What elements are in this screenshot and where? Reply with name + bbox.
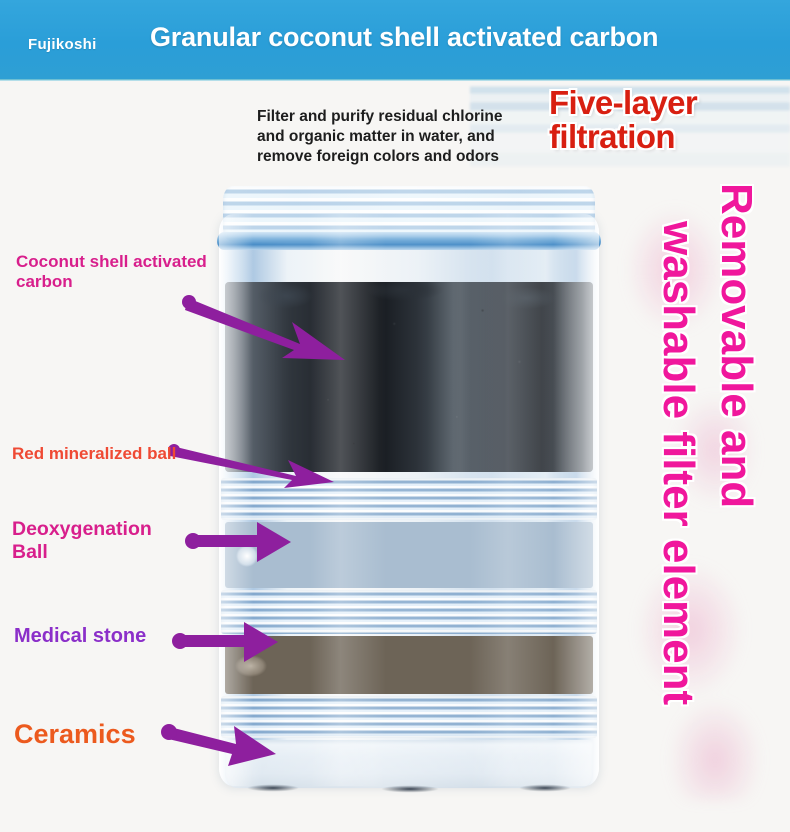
label-line-1: Medical stone: [14, 625, 147, 647]
label-line-1: Ceramics: [14, 719, 136, 749]
label-line-1: Red mineralized ball: [12, 444, 177, 463]
arrow-to-medical-stone: [172, 622, 278, 662]
arrow-to-red-mineralized-ball: [168, 444, 334, 488]
vertical-callout: Removable and washable filter element: [640, 175, 790, 805]
layer-ceramics: [225, 740, 593, 788]
blue-band-backdrop: [470, 80, 790, 185]
cartridge-cap-rim: [217, 232, 601, 250]
description-line-2: and organic matter in water, and: [257, 127, 495, 145]
page-title: Granular coconut shell activated carbon: [150, 22, 659, 52]
header-banner: Fujikoshi Granular coconut shell activat…: [0, 0, 790, 81]
description-line-1: Filter and purify residual chlorine: [257, 108, 503, 125]
label-red-mineralized-ball: Red mineralized ball: [12, 444, 176, 464]
label-medical-stone: Medical stone: [14, 624, 146, 648]
label-coconut-shell-activated-carbon: Coconut shell activated carbon: [16, 252, 216, 293]
five-layer-filtration-headline: Five-layer filtration: [549, 86, 789, 153]
description-line-3: remove foreign colors and odors: [257, 147, 500, 165]
label-ceramics: Ceramics: [14, 718, 136, 750]
label-line-2: Ball: [12, 541, 48, 564]
headline-line-2: filtration: [549, 117, 676, 155]
label-line-2: carbon: [16, 272, 73, 292]
arrow-to-deoxygenation-ball: [185, 522, 291, 562]
ceramic-gloss-overlay: [225, 740, 593, 788]
vertical-text-line-1: Removable and: [712, 183, 761, 509]
vertical-text-line-2: washable filter element: [654, 221, 703, 706]
arrow-to-activated-carbon: [182, 295, 345, 360]
label-deoxygenation-ball: Deoxygenation Ball: [12, 518, 192, 565]
filter-cartridge-photo: [211, 186, 607, 794]
description-text: Filter and purify residual chlorine and …: [257, 107, 547, 166]
pink-haze-backdrop: [620, 200, 790, 800]
brand-logo: Fujikoshi: [28, 36, 97, 53]
label-line-1: Deoxygenation: [12, 518, 152, 540]
label-line-1: Coconut shell activated: [16, 252, 207, 271]
cartridge-base-feet: [235, 784, 583, 793]
headline-line-1: Five-layer: [549, 84, 698, 121]
arrow-to-ceramics: [161, 724, 276, 766]
